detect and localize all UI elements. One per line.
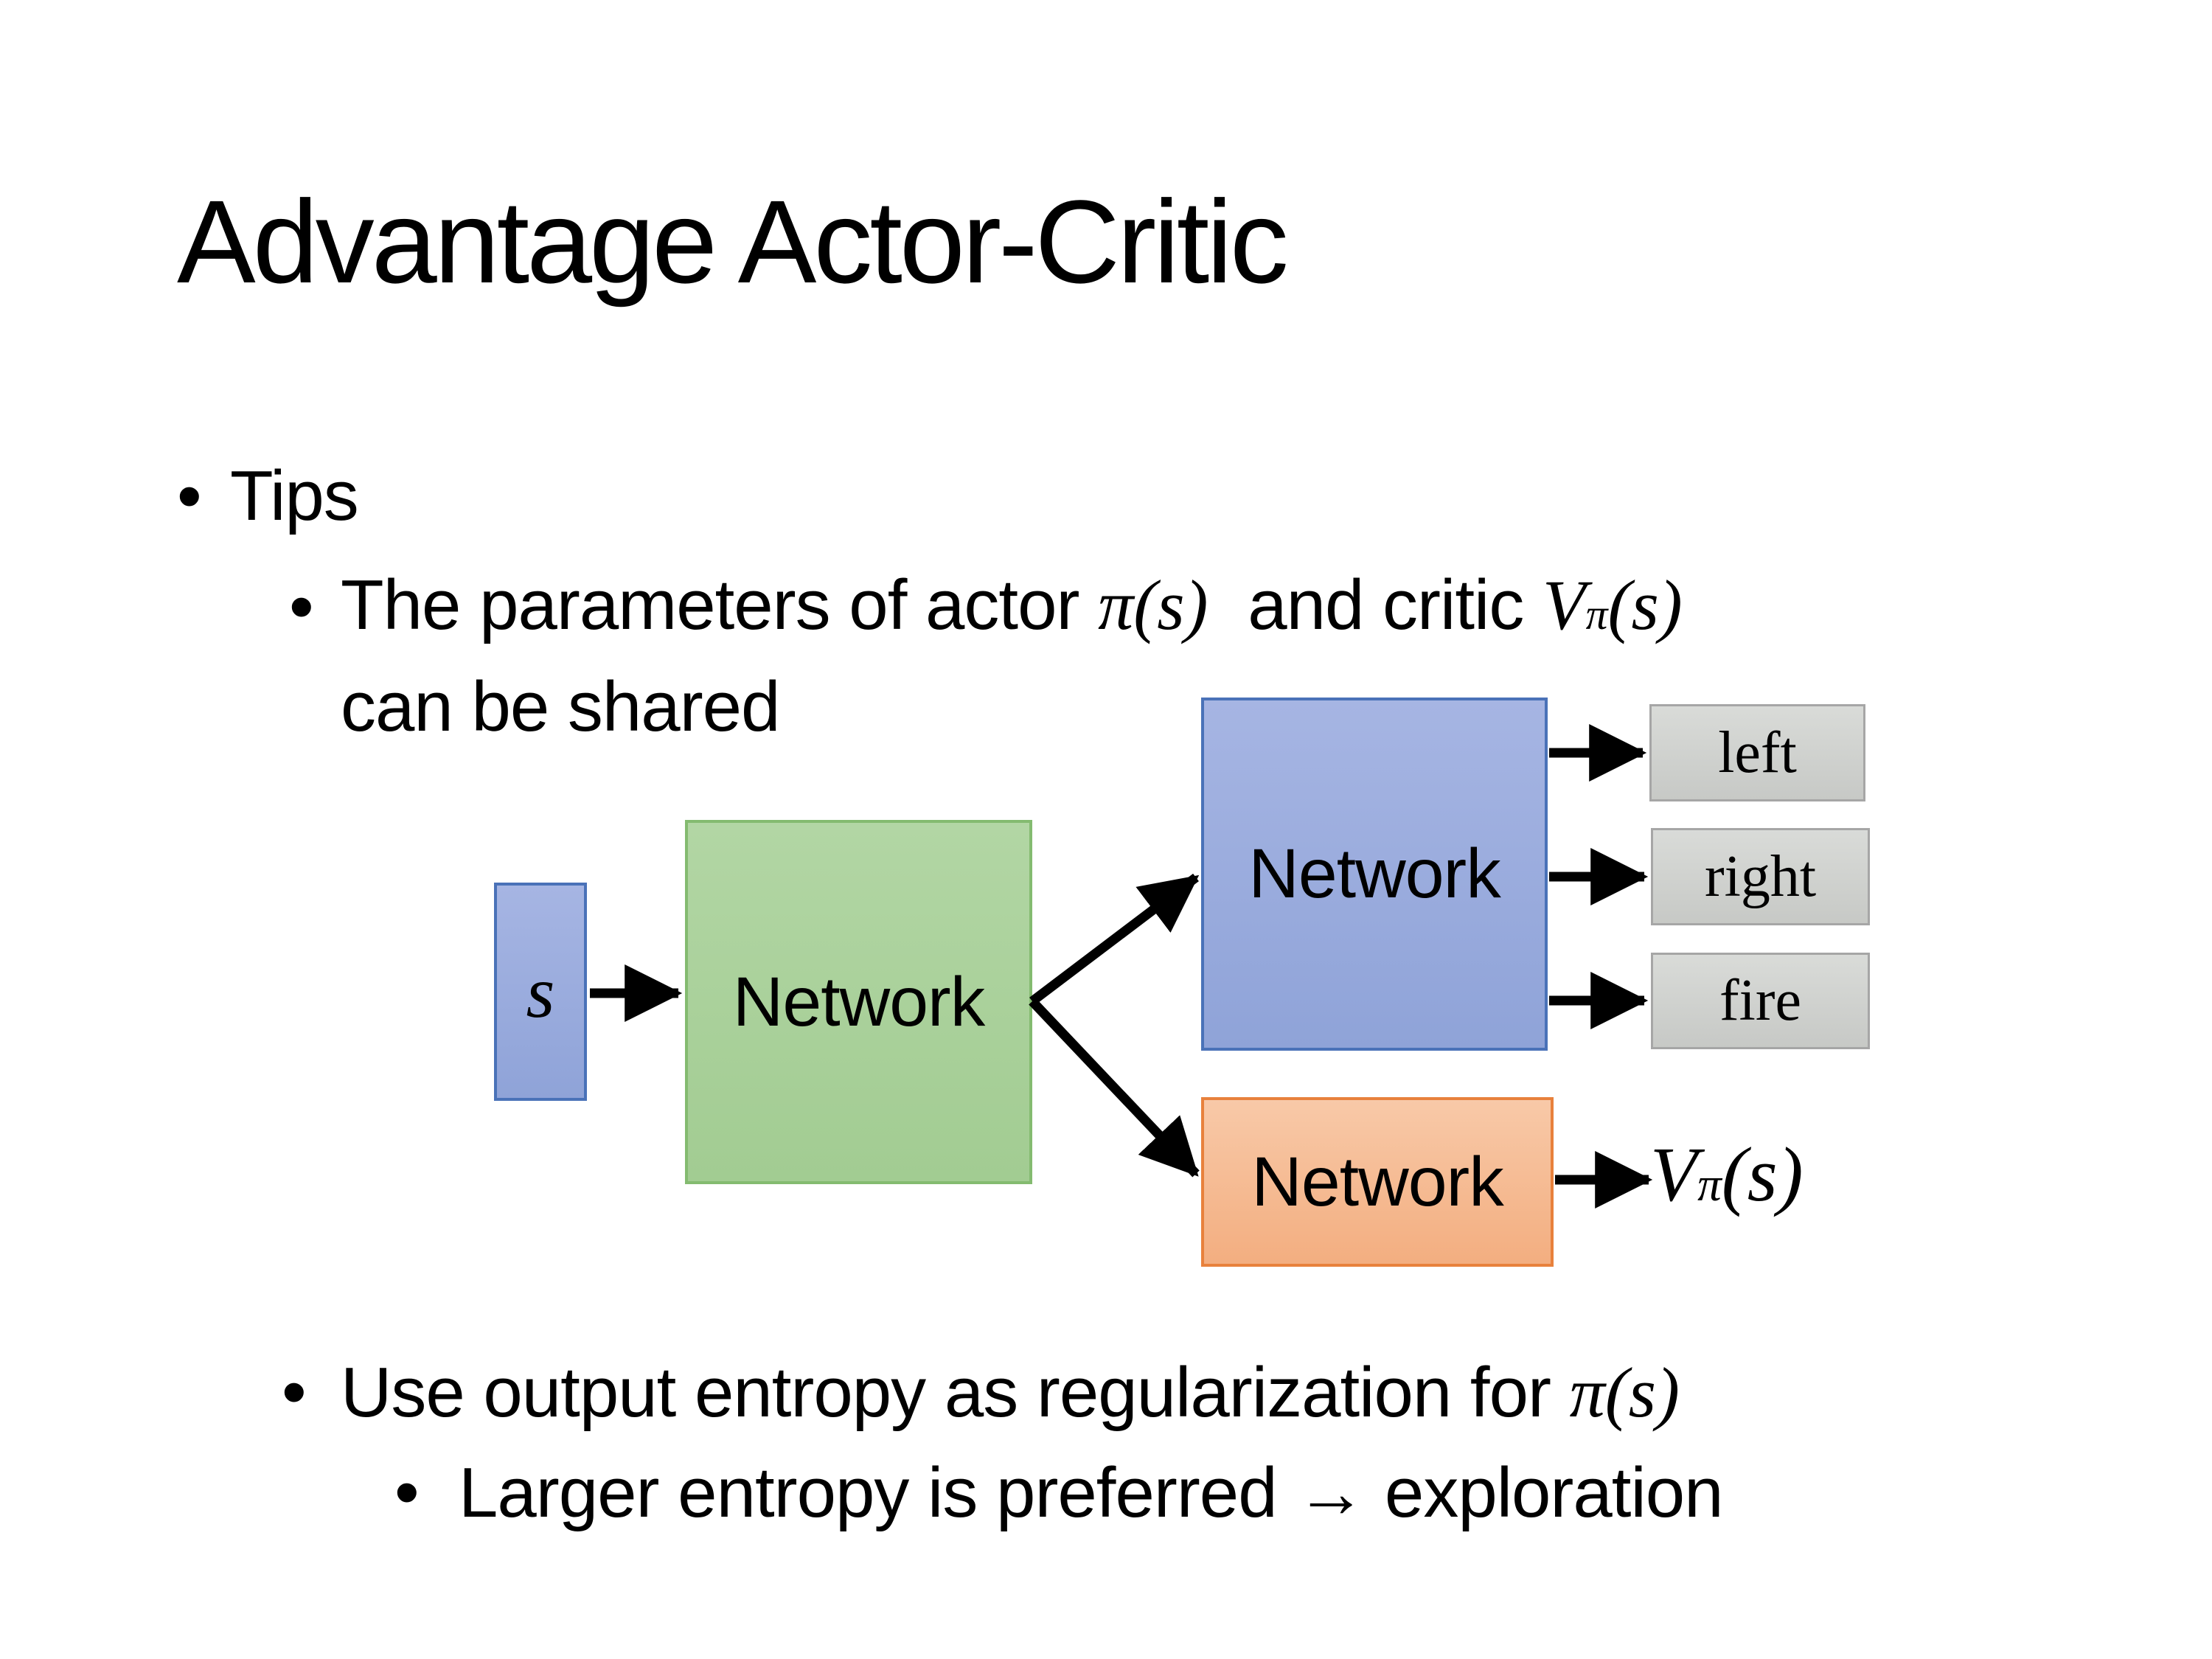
state-box: s	[494, 883, 587, 1101]
arrow-shared-to-actor	[1029, 873, 1200, 1006]
entropy-bullet-glyph: •	[282, 1352, 307, 1431]
actor-network-label: Network	[1248, 835, 1500, 913]
shared-network-label: Network	[732, 962, 985, 1041]
actor-pi-math-2: π(s)	[1569, 1353, 1680, 1432]
critic-v-sup: π	[1585, 590, 1608, 639]
critic-v-base: V	[1543, 566, 1586, 644]
page-title: Advantage Actor-Critic	[177, 175, 1289, 307]
critic-v-math: Vπ(s)	[1543, 566, 1683, 644]
critic-v-args: (s)	[1607, 566, 1683, 644]
action-box-left: left	[1649, 704, 1865, 801]
value-base: V	[1650, 1131, 1698, 1217]
param-bullet-glyph: •	[289, 567, 314, 646]
arrow-shared-to-critic	[1029, 998, 1200, 1178]
actor-network-box: Network	[1201, 698, 1548, 1051]
param-text-2: and critic	[1228, 566, 1543, 644]
critic-network-box: Network	[1201, 1097, 1554, 1267]
param-line-2: can be shared	[341, 667, 780, 746]
action-box-right: right	[1651, 828, 1870, 925]
action-left-label: left	[1718, 720, 1797, 785]
tips-bullet-glyph: •	[177, 456, 202, 535]
param-line-1: The parameters of actor π(s) and critic …	[341, 554, 1683, 656]
action-box-fire: fire	[1651, 953, 1870, 1049]
param-text-1: The parameters of actor	[341, 566, 1099, 644]
actor-pi-math: π(s)	[1098, 566, 1208, 644]
state-label: s	[526, 950, 555, 1033]
value-args: (s)	[1721, 1131, 1804, 1217]
value-output-math: Vπ(s)	[1650, 1121, 1804, 1228]
entropy-line: Use output entropy as regularization for…	[341, 1342, 1680, 1444]
entropy-text: Use output entropy as regularization for	[341, 1353, 1570, 1432]
tips-label: Tips	[230, 456, 359, 535]
exploration-line: Larger entropy is preferred → exploratio…	[459, 1453, 1724, 1532]
action-fire-label: fire	[1719, 968, 1801, 1033]
shared-network-box: Network	[685, 820, 1032, 1184]
action-right-label: right	[1704, 844, 1817, 909]
critic-network-label: Network	[1251, 1142, 1503, 1221]
value-sup: π	[1697, 1158, 1722, 1211]
exploration-bullet-glyph: •	[394, 1453, 420, 1531]
